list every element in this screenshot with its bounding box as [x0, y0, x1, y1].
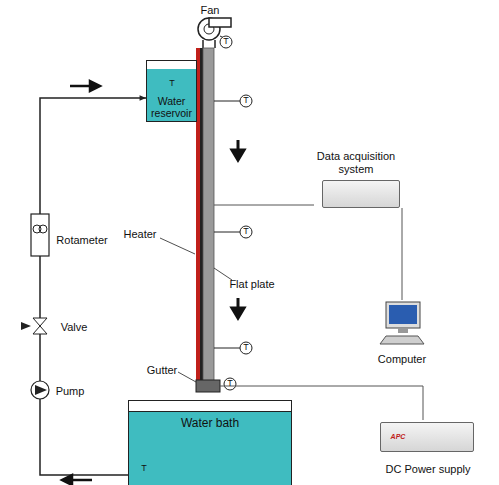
data-cable [402, 208, 403, 300]
pump-symbol [31, 381, 49, 399]
daq-unit: Data acquisition system [310, 148, 402, 208]
computer-icon [372, 300, 432, 350]
node-label: Computer [372, 353, 432, 366]
part-label: Valve [61, 321, 88, 333]
thermocouple-mark: T [141, 464, 147, 474]
node-label: DC Power supply [376, 463, 480, 476]
brand-logo: APC [391, 433, 406, 441]
power-supply-unit: DC Power supply [376, 420, 480, 478]
fan-duct [202, 40, 204, 48]
rotameter-symbol [31, 214, 49, 256]
fan-duct [214, 40, 216, 48]
valve-symbol [33, 318, 47, 326]
gutter-trough [196, 380, 220, 392]
rotameter-float [39, 225, 47, 233]
computer-unit: Computer [372, 300, 432, 368]
water-bath-tank: Water bath [128, 400, 292, 485]
flow-arrow [62, 81, 100, 485]
leader-line [160, 238, 232, 382]
part-label: Pump [56, 385, 85, 397]
thermocouple-mark: T [169, 79, 175, 89]
reservoir-tank: Water reservoir [146, 60, 197, 122]
thermocouple-mark: T [243, 227, 249, 237]
fan-outlet [209, 18, 231, 27]
valve-handle [21, 322, 31, 330]
node-label: Data acquisition system [310, 150, 402, 175]
signal-wire [214, 205, 314, 206]
node-label: Water reservoir [147, 95, 196, 119]
thermocouple-mark: T [223, 37, 229, 47]
part-label: Rotameter [56, 234, 107, 246]
part-label: Flat plate [229, 278, 274, 290]
part-label: Fan [201, 4, 220, 16]
flat-plate [203, 48, 214, 382]
thermocouple-mark: T [243, 343, 249, 353]
thermocouple-mark: T [227, 379, 233, 389]
part-label: Gutter [147, 364, 178, 376]
pump-symbol [35, 385, 47, 395]
part-label: Heater [123, 228, 156, 240]
thermocouple-mark: T [243, 96, 249, 106]
plate-face [200, 48, 203, 382]
device-box [322, 180, 400, 208]
node-label: Water bath [129, 417, 291, 431]
valve-symbol [33, 326, 47, 334]
